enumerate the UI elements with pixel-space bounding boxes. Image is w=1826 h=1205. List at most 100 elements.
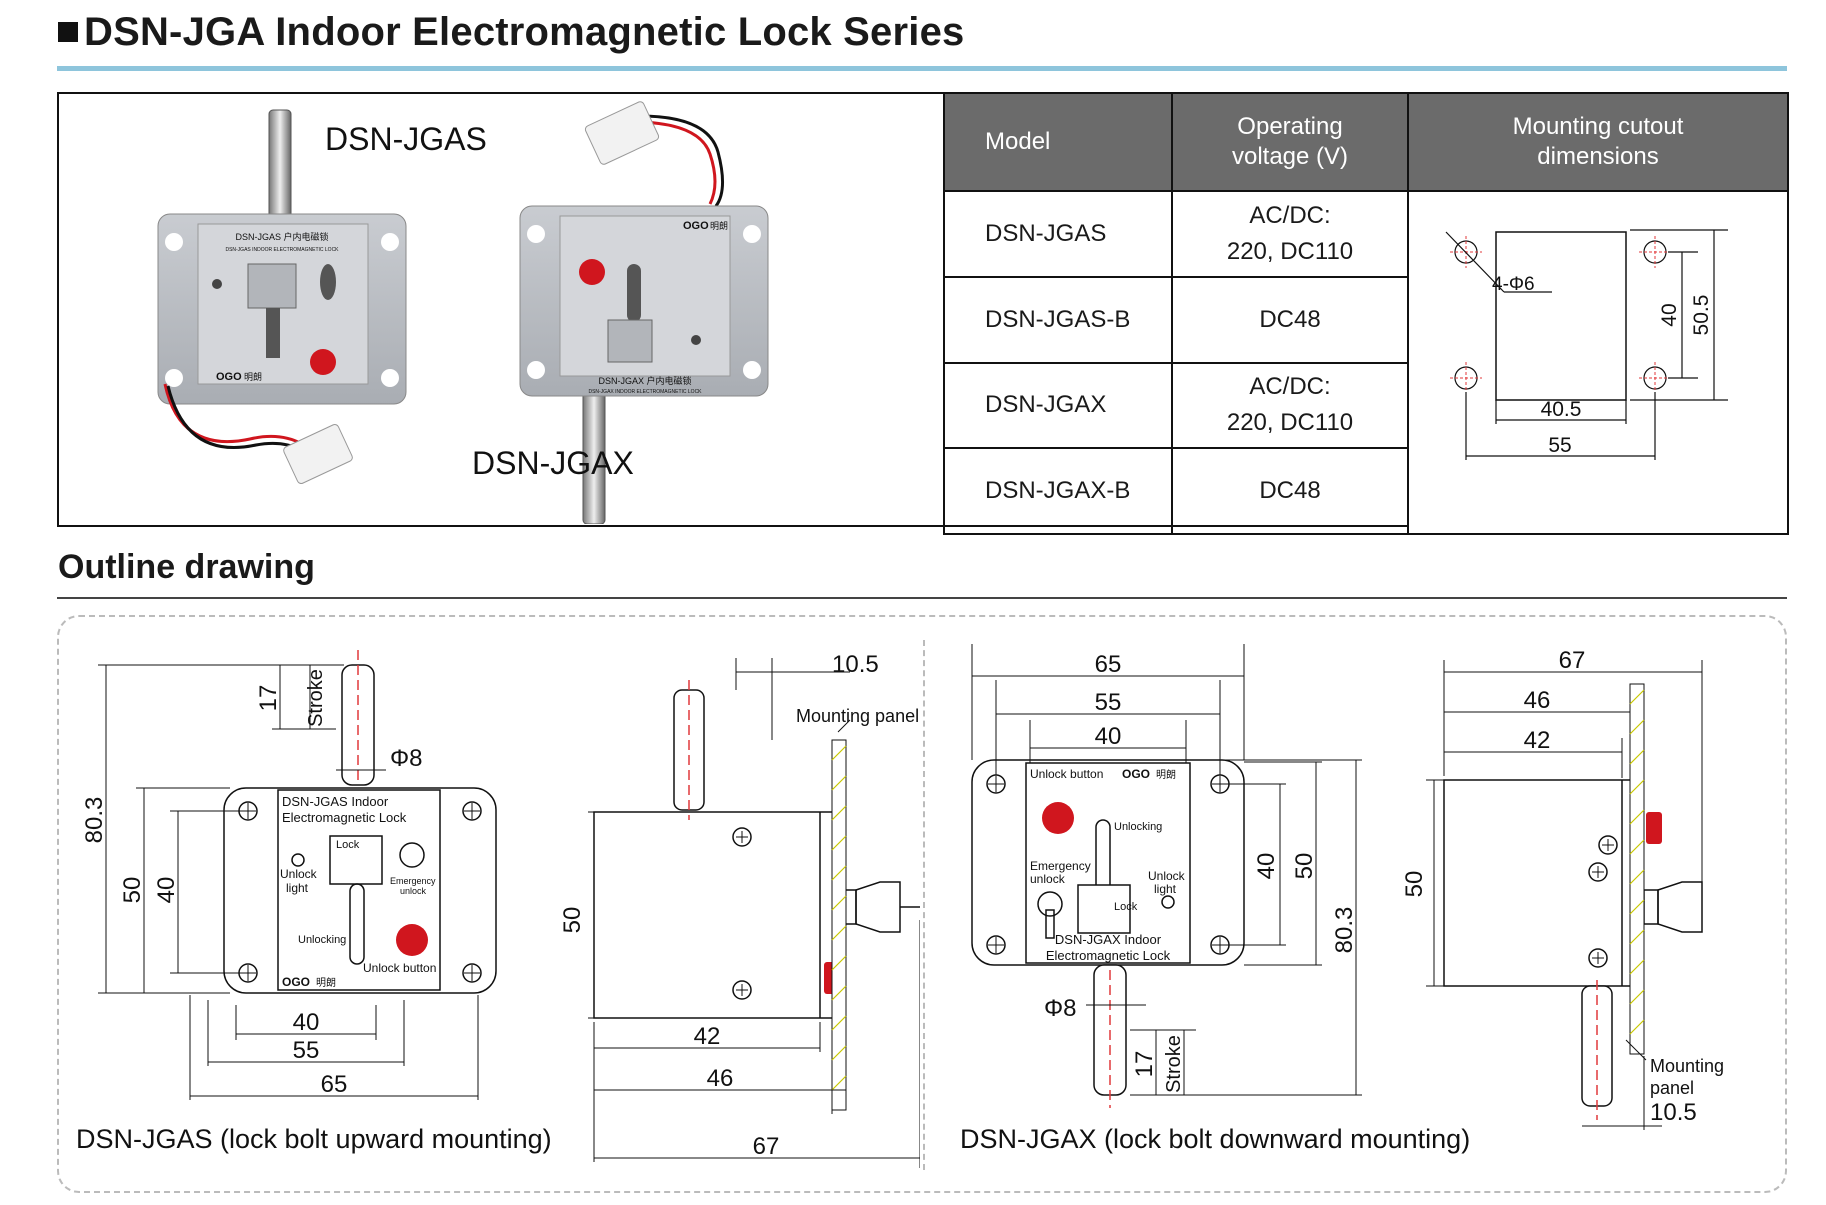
header-model: Model bbox=[943, 92, 1173, 192]
jgas-dim-65: 65 bbox=[321, 1071, 348, 1098]
row-voltage: AC/DC:220, DC110 bbox=[1171, 361, 1409, 450]
jgas-unlock-light-label: Unlock bbox=[280, 867, 318, 881]
cutout-holes-label: 4-Φ6 bbox=[1492, 274, 1535, 295]
jgas-dim-40-vertical: 40 bbox=[153, 877, 180, 904]
jgax-side-67: 67 bbox=[1559, 647, 1586, 674]
jgax-dim-40-vertical: 40 bbox=[1253, 853, 1280, 880]
jgax-side-46: 46 bbox=[1524, 687, 1551, 714]
jgax-dim-80-3: 80.3 bbox=[1331, 907, 1358, 954]
jgas-side-50: 50 bbox=[559, 907, 586, 934]
jgax-photo-label: DSN-JGAX bbox=[472, 445, 634, 481]
jgax-caption: DSN-JGAX (lock bolt downward mounting) bbox=[960, 1124, 1470, 1154]
row-voltage: AC/DC:220, DC110 bbox=[1171, 190, 1409, 278]
jgax-emergency-label: Emergency bbox=[1030, 859, 1091, 873]
header-cutout: Mounting cutout dimensions bbox=[1407, 92, 1789, 192]
jgas-mounting-panel: Mounting panel bbox=[796, 706, 919, 726]
jgas-outline-drawing: DSN-JGAS Indoor Electromagnetic Lock Loc… bbox=[76, 650, 920, 1168]
jgas-side-46: 46 bbox=[707, 1065, 734, 1092]
row-voltage: DC48 bbox=[1171, 275, 1409, 364]
jgax-brand-cn: 明朗 bbox=[710, 220, 728, 231]
outline-title: Outline drawing bbox=[58, 548, 315, 586]
jgas-side-10-5: 10.5 bbox=[832, 651, 879, 678]
jgas-dim-55: 55 bbox=[293, 1037, 320, 1064]
jgas-phi8: Φ8 bbox=[390, 745, 423, 772]
jgax-side-42: 42 bbox=[1524, 727, 1551, 754]
jgas-caption: DSN-JGAS (lock bolt upward mounting) bbox=[76, 1124, 552, 1154]
jgax-unlock-light-label: Unlock bbox=[1148, 869, 1186, 883]
jgax-lock-label: Lock bbox=[1114, 901, 1138, 913]
header-cutout-line2: dimensions bbox=[1537, 143, 1659, 170]
jgas-dim-80-3: 80.3 bbox=[81, 797, 108, 844]
cutout-dim-40-5: 40.5 bbox=[1541, 398, 1582, 421]
jgas-emergency-label-2: unlock bbox=[400, 886, 427, 896]
title-square-icon bbox=[58, 22, 78, 42]
jgax-dim-17: 17 bbox=[1131, 1051, 1158, 1078]
row-model: DSN-JGAX-B bbox=[943, 447, 1173, 535]
jgas-unlock-button-label: Unlock button bbox=[363, 961, 436, 975]
jgax-unlock-button-label: Unlock button bbox=[1030, 767, 1103, 781]
jgax-name-line2: Electromagnetic Lock bbox=[1046, 948, 1171, 963]
jgax-phi8: Φ8 bbox=[1044, 995, 1077, 1022]
cutout-dim-50-5: 50.5 bbox=[1690, 295, 1713, 336]
jgax-name-line1: DSN-JGAX Indoor bbox=[1055, 932, 1162, 947]
jgax-outline-logo-cn: 明朗 bbox=[1156, 769, 1176, 781]
jgax-dim-55: 55 bbox=[1095, 689, 1122, 716]
jgax-dim-40: 40 bbox=[1095, 723, 1122, 750]
jgas-outline-logo-cn: 明朗 bbox=[316, 977, 336, 989]
table-row: DSN-JGAX-B DC48 bbox=[943, 447, 1788, 535]
jgas-unlock-light-label-2: light bbox=[286, 881, 309, 895]
jgas-outline-logo: OGO bbox=[282, 975, 310, 989]
jgax-stroke-label: Stroke bbox=[1163, 1035, 1185, 1093]
table-row: DSN-JGAX AC/DC:220, DC110 bbox=[943, 361, 1788, 450]
jgax-plate-subtext: DSN-JGAX INDOOR ELECTROMAGNETIC LOCK bbox=[588, 389, 702, 395]
page-title: DSN-JGA Indoor Electromagnetic Lock Seri… bbox=[58, 10, 964, 55]
row-voltage-line2: 220, DC110 bbox=[1226, 237, 1354, 265]
header-voltage-line2: voltage (V) bbox=[1231, 143, 1349, 170]
jgas-brand-cn: 明朗 bbox=[244, 371, 262, 382]
cutout-diagram-cell: 4-Φ6 40.5 55 40 50.5 bbox=[1407, 190, 1789, 535]
jgax-unlocking-label: Unlocking bbox=[1114, 821, 1162, 833]
dsn-jgas-photo: DSN-JGAS 户内电磁锁 DSN-JGAS INDOOR ELECTROMA… bbox=[157, 109, 487, 484]
jgas-side-67: 67 bbox=[753, 1133, 780, 1160]
row-model: DSN-JGAS-B bbox=[943, 275, 1173, 364]
jgas-brand-logo: OGO bbox=[216, 371, 242, 383]
jgas-dim-40: 40 bbox=[293, 1009, 320, 1036]
jgax-side-10-5: 10.5 bbox=[1650, 1099, 1697, 1126]
table-row: DSN-JGAS AC/DC:220, DC110 bbox=[943, 190, 1789, 535]
jgax-unlock-light-label-2: light bbox=[1154, 882, 1177, 896]
outline-drawing-box bbox=[57, 615, 1787, 1193]
row-voltage-line1: DC48 bbox=[1259, 305, 1321, 333]
jgax-dim-50: 50 bbox=[1291, 853, 1318, 880]
jgas-plate-subtext: DSN-JGAS INDOOR ELECTROMAGNETIC LOCK bbox=[225, 247, 339, 253]
outline-underline bbox=[57, 597, 1787, 599]
table-row: DSN-JGAS-B DC48 bbox=[943, 275, 1788, 364]
jgas-name-line1: DSN-JGAS Indoor bbox=[282, 794, 389, 809]
jgax-mounting-label-2: panel bbox=[1650, 1078, 1694, 1098]
jgas-emergency-label: Emergency bbox=[390, 876, 436, 886]
row-model: DSN-JGAX bbox=[943, 361, 1173, 450]
row-voltage-line1: DC48 bbox=[1259, 477, 1321, 505]
jgas-name-line2: Electromagnetic Lock bbox=[282, 810, 407, 825]
jgas-stroke-label: Stroke bbox=[305, 669, 327, 727]
dsn-jgax-photo: OGO 明朗 DSN-JGAX 户内电磁锁 DSN-JGAX INDOOR EL… bbox=[472, 101, 769, 524]
jgax-side-50: 50 bbox=[1401, 871, 1428, 898]
jgax-plate-text: DSN-JGAX 户内电磁锁 bbox=[598, 375, 691, 386]
row-voltage: DC48 bbox=[1171, 447, 1409, 535]
row-voltage-line2: 220, DC110 bbox=[1226, 409, 1354, 437]
cutout-dim-55: 55 bbox=[1548, 434, 1571, 457]
jgas-dim-17: 17 bbox=[255, 685, 282, 712]
jgax-mounting-label: Mounting bbox=[1650, 1056, 1724, 1076]
jgax-brand-logo: OGO bbox=[683, 220, 709, 232]
page-title-text: DSN-JGA Indoor Electromagnetic Lock Seri… bbox=[84, 10, 965, 54]
header-cutout-line1: Mounting cutout bbox=[1512, 113, 1684, 140]
jgax-dim-65: 65 bbox=[1095, 651, 1122, 678]
jgas-side-42: 42 bbox=[694, 1023, 721, 1050]
cutout-dim-40: 40 bbox=[1658, 303, 1681, 326]
jgas-photo-label: DSN-JGAS bbox=[325, 121, 487, 157]
cutout-diagram: 4-Φ6 40.5 55 40 50.5 bbox=[1445, 229, 1728, 460]
jgas-unlocking-label: Unlocking bbox=[298, 934, 346, 946]
row-model: DSN-JGAS bbox=[943, 190, 1173, 278]
jgax-outline-logo: OGO bbox=[1122, 767, 1150, 781]
